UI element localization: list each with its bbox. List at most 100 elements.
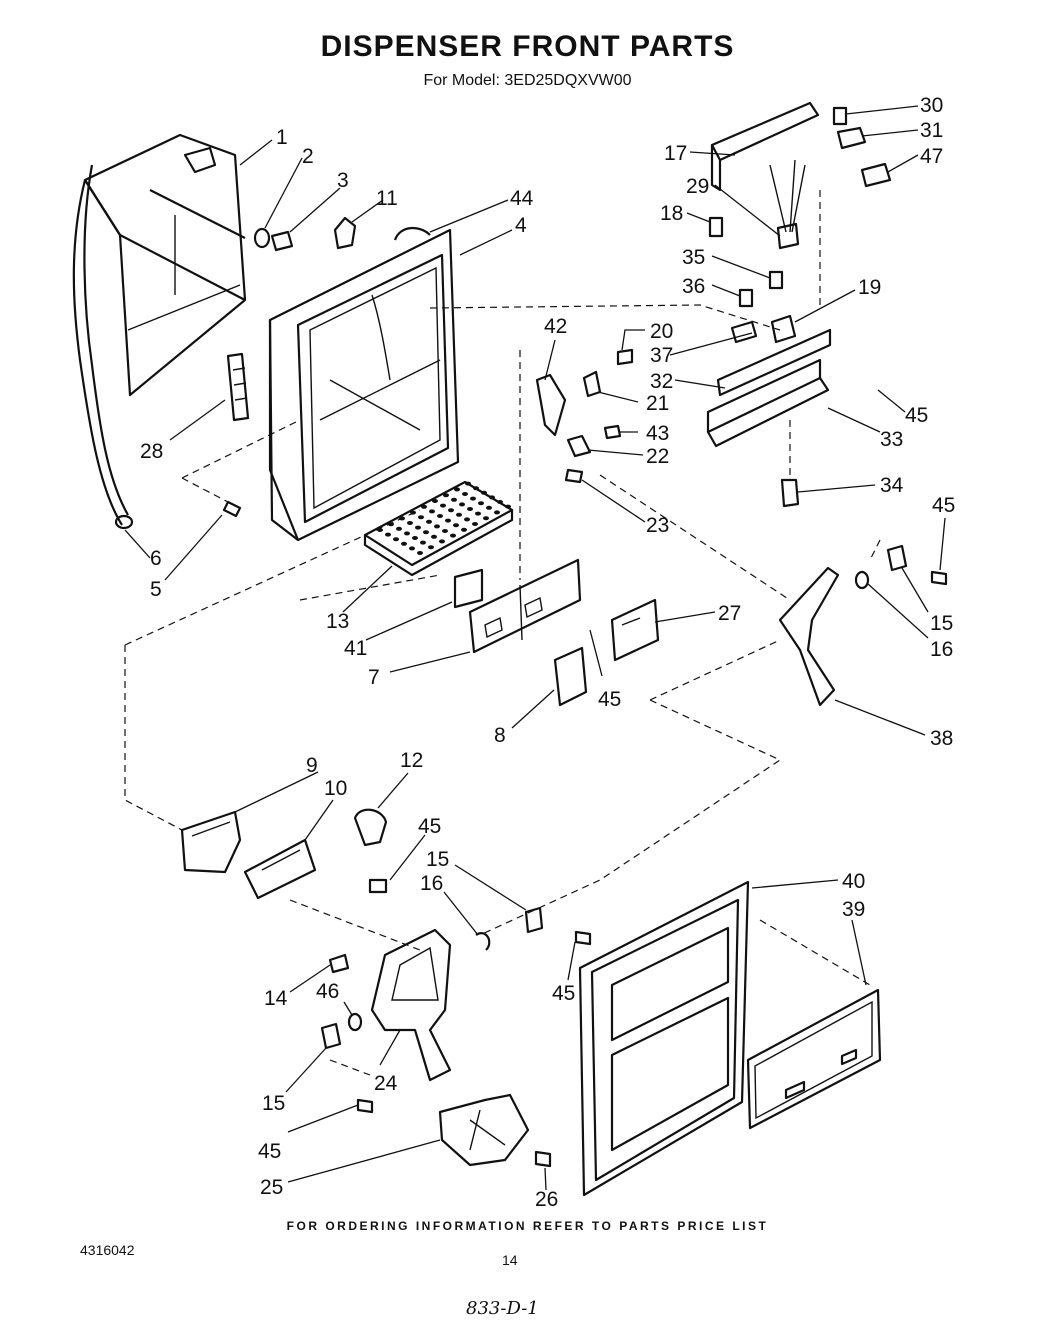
part-2-ring [253, 227, 271, 249]
assembly-guide-lines [124, 190, 881, 1076]
callout-34: 34 [880, 474, 904, 497]
grille-hole [393, 537, 399, 542]
callout-leaders [124, 105, 946, 1191]
grille-hole [415, 525, 421, 530]
callout-45-lower-middle: 45 [418, 815, 441, 838]
callout-35: 35 [682, 246, 705, 269]
part-43-screw [603, 424, 622, 440]
part-27-circuit-board [610, 598, 660, 662]
callout-15-lower: 15 [426, 848, 449, 871]
part-8-switch-plate [553, 646, 588, 707]
grille-hole [450, 533, 456, 538]
grille-hole [442, 529, 448, 533]
callout-5: 5 [150, 578, 162, 601]
grille-hole [486, 505, 492, 510]
part-25-ice-chute-housing [438, 1093, 530, 1167]
callout-19: 19 [858, 276, 881, 299]
part-26-screw [534, 1150, 552, 1168]
part-45-screw-right [930, 570, 948, 586]
callout-8: 8 [494, 724, 506, 747]
callout-13: 13 [326, 610, 349, 633]
grille-hole [461, 527, 467, 532]
callout-31: 31 [920, 119, 943, 142]
callout-29: 29 [686, 175, 709, 198]
callout-28: 28 [140, 440, 163, 463]
grille-hole [453, 523, 459, 528]
callout-30: 30 [920, 94, 943, 117]
callout-37: 37 [650, 344, 673, 367]
document-number: 4316042 [80, 1242, 135, 1258]
grille-hole [451, 497, 457, 502]
grille-hole [439, 539, 445, 544]
diagram-title: DISPENSER FRONT PARTS [320, 30, 735, 63]
part-24-actuator-lever [370, 928, 452, 1082]
callout-45-left: 45 [258, 1140, 281, 1163]
callout-22: 22 [646, 445, 669, 468]
part-16-spring-right [854, 570, 870, 590]
grille-hole [426, 519, 432, 524]
grille-hole [431, 534, 437, 539]
callout-1: 1 [276, 126, 288, 149]
part-47-switch [860, 162, 892, 188]
callout-3: 3 [337, 169, 349, 192]
callout-45-right-upper: 45 [905, 404, 928, 427]
grille-hole [396, 526, 402, 531]
part-45-screw-left [356, 1098, 374, 1114]
callout-45-lower-right: 45 [552, 982, 575, 1005]
callout-20: 20 [650, 320, 673, 343]
part-28-foam-strip [226, 352, 250, 422]
callout-33: 33 [880, 428, 903, 451]
callout-25: 25 [260, 1176, 283, 1199]
part-5-screw [222, 500, 242, 518]
callout-11: 11 [376, 187, 398, 210]
grille-hole [454, 487, 460, 492]
callout-21: 21 [646, 392, 669, 415]
callout-45-center: 45 [598, 688, 621, 711]
grille-hole [412, 536, 418, 540]
part-4-dispenser-frame [268, 227, 460, 542]
callout-40: 40 [842, 870, 865, 893]
part-46-washer [347, 1012, 363, 1032]
callout-41: 41 [344, 637, 367, 660]
grille-hole [407, 521, 413, 525]
grille-hole [483, 516, 489, 521]
callout-10: 10 [324, 777, 347, 800]
grille-hole [497, 500, 503, 504]
callout-44: 44 [510, 187, 534, 210]
callout-43: 43 [646, 422, 669, 445]
grille-hole [440, 503, 446, 508]
grille-hole [462, 492, 468, 496]
part-29-wire-harness [769, 159, 806, 250]
callout-16-right: 16 [930, 638, 953, 661]
part-37-clip [730, 320, 758, 344]
part-20-screw [616, 348, 634, 366]
part-30-screw [832, 106, 848, 126]
callout-27: 27 [718, 602, 741, 625]
grille-hole [472, 522, 478, 526]
part-35-screw [768, 270, 784, 290]
part-15-clip-left [320, 1022, 342, 1050]
part-42-actuator-housing [535, 373, 567, 437]
part-16-spring-lower [475, 932, 491, 951]
callout-26: 26 [535, 1188, 558, 1211]
grille-hole [417, 551, 423, 555]
callout-23: 23 [646, 514, 669, 537]
callout-16-lower: 16 [420, 872, 443, 895]
grille-hole [434, 524, 440, 529]
grille-hole [432, 499, 438, 503]
part-9-light-cover [180, 810, 242, 874]
part-36-screw [738, 288, 754, 308]
grille-hole [505, 504, 511, 509]
part-17-top-cover [710, 101, 820, 192]
part-7-control-bracket [468, 558, 582, 654]
grille-hole [489, 495, 495, 500]
part-18-screw [708, 216, 724, 238]
part-11-wire-nut [333, 216, 357, 250]
part-10-mounting-bracket [243, 838, 317, 900]
callout-14: 14 [264, 987, 288, 1010]
callout-2: 2 [302, 145, 314, 168]
part-22-paddle [566, 434, 592, 458]
callout-38: 38 [930, 727, 953, 750]
grille-hole [423, 530, 429, 535]
